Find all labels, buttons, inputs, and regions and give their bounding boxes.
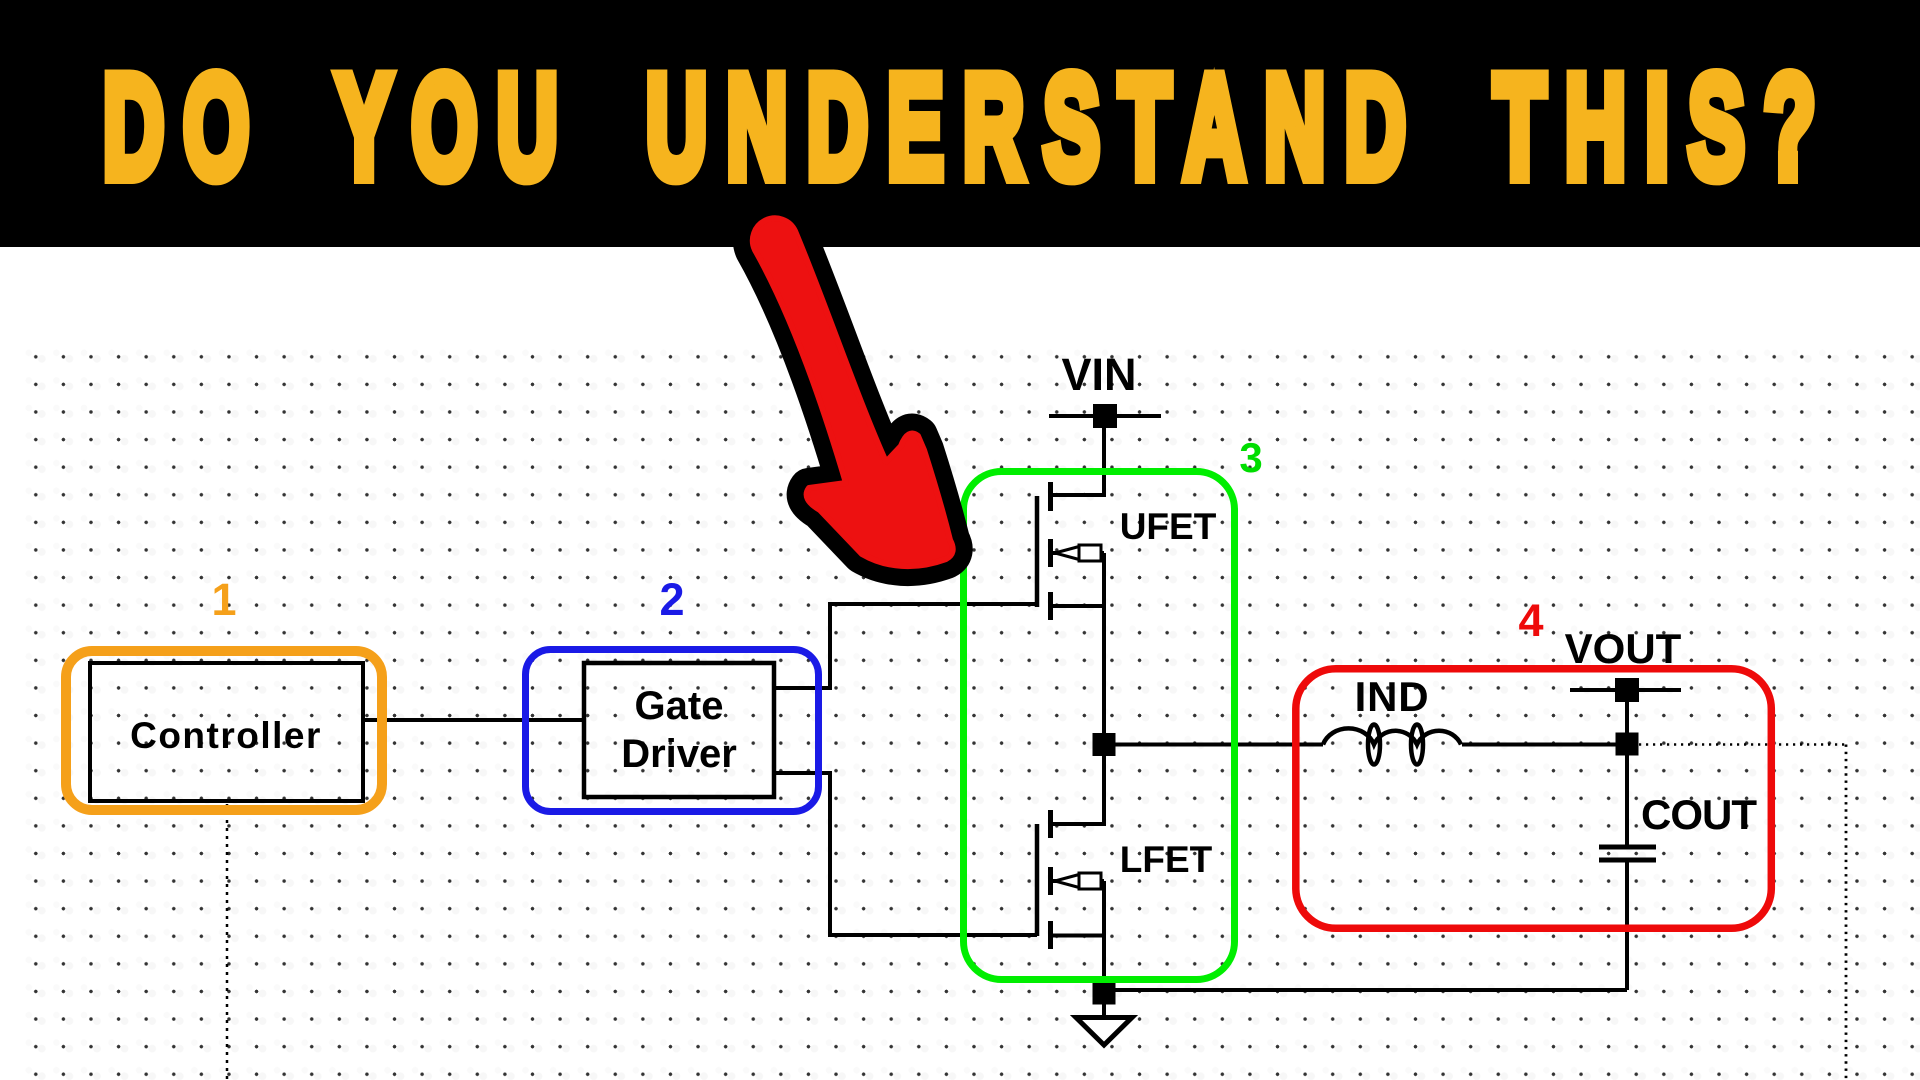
svg-text:VIN: VIN: [1061, 349, 1136, 400]
svg-text:1: 1: [211, 574, 236, 625]
svg-text:LFET: LFET: [1120, 839, 1213, 880]
svg-text:4: 4: [1518, 595, 1543, 646]
svg-text:COUT: COUT: [1641, 791, 1757, 838]
svg-text:VOUT: VOUT: [1565, 625, 1682, 672]
svg-text:3: 3: [1239, 434, 1262, 481]
svg-text:Gate: Gate: [635, 684, 724, 728]
svg-text:Controller: Controller: [130, 715, 322, 756]
svg-text:2: 2: [659, 574, 684, 625]
svg-text:Driver: Driver: [621, 732, 737, 776]
svg-text:IND: IND: [1355, 673, 1430, 720]
svg-text:UFET: UFET: [1120, 506, 1217, 547]
